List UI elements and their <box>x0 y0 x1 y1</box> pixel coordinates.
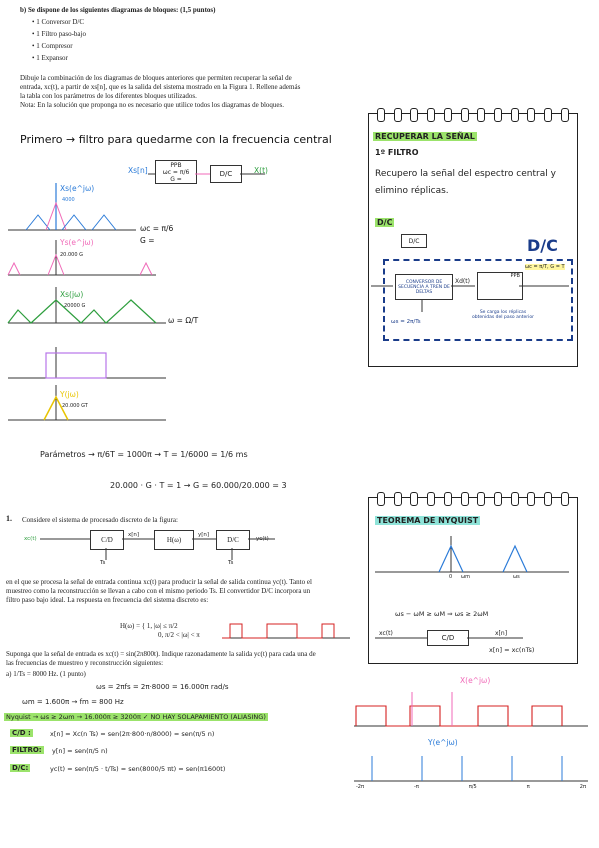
exercise-1-body: en el que se procesa la señal de entrada… <box>6 578 312 604</box>
card1-title: RECUPERAR LA SEÑAL <box>373 132 477 141</box>
sig-xc: xc(t) <box>24 536 37 542</box>
card1-dc-label: D/C <box>375 218 395 227</box>
exercise-b-points: (1,5 puntos) <box>180 6 216 14</box>
first-filter-note: Primero → filtro para quedarme con la fr… <box>20 133 332 146</box>
card2-cond: ωs − ωM ≥ ωM ⇒ ωs ≥ 2ωM <box>395 610 489 618</box>
card2-axis-wm: ωm <box>461 574 471 580</box>
exercise-b-heading: b) Se dispone de los siguientes diagrama… <box>20 6 215 15</box>
card1-arrows <box>371 285 569 312</box>
card1-step: 1º FILTRO <box>375 148 419 157</box>
y-spectrum-label: Y(e^jω) <box>428 738 458 747</box>
card2-axis-ws: ωs <box>513 574 520 580</box>
x-spectrum-label: X(e^jω) <box>460 676 491 685</box>
card1-params: ωc = π/T, G = T <box>525 264 565 270</box>
h-definition: H(ω) = { 1, |ω| ≤ π/2 0, π/2 < |ω| < π <box>120 622 200 639</box>
card1-text: Recupero la señal del espectro central y… <box>375 169 556 196</box>
right-spectra <box>354 692 588 782</box>
h-block: H(ω) <box>154 530 194 550</box>
graph5-label: Y(jω) <box>60 390 79 399</box>
right-ticks: -2π -π π/5 π 2π <box>356 784 586 790</box>
ppb-block: PPB ωc = π/6 G = <box>155 160 197 184</box>
params-line: Parámetros → π/6T = 1000π → T = 1/6000 =… <box>40 450 248 459</box>
ts-label-2: Ts <box>228 560 234 566</box>
w-relation: ω = Ω/T <box>168 316 199 325</box>
card1-big-dc: D/C <box>527 236 558 255</box>
card-rings <box>377 108 569 122</box>
suppose-text: Suponga que la señal de entrada es xc(t)… <box>6 650 316 667</box>
card-teorema-nyquist: TEOREMA DE NYQUIST 0 ωm ωs ωs − ωM ≥ ωM … <box>368 492 578 664</box>
card2-title: TEOREMA DE NYQUIST <box>375 516 481 525</box>
filtro-label: FILTRO: <box>10 746 44 754</box>
graph3-amp: 20000 G <box>64 303 86 309</box>
card2-spectrum <box>375 536 569 573</box>
graph2-amp: 20.000 G <box>60 252 83 258</box>
ts-label-1: Ts <box>100 560 106 566</box>
card2-axis-0: 0 <box>449 574 453 580</box>
graph1-label: Xs(e^jω) <box>60 184 95 193</box>
chain-arrows <box>148 173 265 175</box>
graph5-amp: 20.000 GT <box>62 403 88 409</box>
ws-line: ωs = 2πfs = 2π·8000 = 16.000π rad/s <box>96 683 229 691</box>
sig-yn: y[n] <box>198 532 210 538</box>
list-item: • 1 Compresor <box>32 42 73 50</box>
exercise-b-instructions: Dibuje la combinación de los diagramas d… <box>20 74 301 109</box>
card-rings <box>377 492 569 506</box>
card1-t-label: ωs = 2π/Ts <box>391 319 421 325</box>
graph1-amp: 4000 <box>62 197 75 203</box>
card1-dc-block: D/C <box>401 234 427 248</box>
dc-label: D/C: <box>10 764 31 772</box>
dc-equation: yc(t) = sen(π/5 · t/Ts) = sen(8000/5 πt)… <box>50 765 226 773</box>
dc-block-2: D/C <box>216 530 250 550</box>
card1-xd-label: Xd(t) <box>455 278 470 285</box>
graph2-label: Ys(e^jω) <box>60 238 94 247</box>
card2-cd-out: x[n] <box>495 630 508 637</box>
exercise-b-heading-text: b) Se dispone de los siguientes diagrama… <box>20 6 179 14</box>
list-item: • 1 Expansor <box>32 54 68 62</box>
nyquist-line: Nyquist → ωs ≥ 2ωm → 16.000π ≥ 3200π ✓ N… <box>4 713 268 721</box>
chain-input-label: Xs[n] <box>128 166 148 175</box>
cd-label: C/D : <box>10 729 33 737</box>
spectrum-sketches <box>7 183 166 421</box>
cd-block: C/D <box>90 530 124 550</box>
g-note: G = <box>140 236 155 245</box>
list-item: • 1 Conversor D/C <box>32 18 85 26</box>
card-recuperar-senal: RECUPERAR LA SEÑAL 1º FILTRO Recupero la… <box>368 108 578 367</box>
card2-cd-block: C/D <box>427 630 469 646</box>
cd-equation: x[n] = Xc(n Ts) = sen(2π·800·n/8000) = s… <box>50 730 215 738</box>
exercise-1-number: 1. <box>6 514 12 523</box>
exercise-1-intro: Considere el sistema de procesado discre… <box>22 516 178 524</box>
wc-note: ωc = π/6 <box>140 224 174 233</box>
card2-cd-in: xc(t) <box>379 630 393 637</box>
sig-xn: x[n] <box>128 532 140 538</box>
card1-note: Se carga los réplicas obtenidas del paso… <box>472 310 534 320</box>
card2-sample-eq: x[n] = xc(nTs) <box>489 646 535 654</box>
graph3-label: Xs(jω) <box>60 290 84 299</box>
card2-arrows <box>375 637 523 639</box>
filtro-equation: y[n] = sen(π/5 n) <box>52 747 108 755</box>
exercise-1-arrows <box>40 538 275 560</box>
chain-output-label: X(t) <box>254 166 268 175</box>
card1-inner-block: CONVERSOR DE SECUENCIA A TREN DE DELTAS <box>395 274 453 300</box>
wm-line: ωm = 1.600π → fm = 800 Hz <box>22 698 124 706</box>
card1-ppb-block: PPB <box>477 272 523 300</box>
list-item: • 1 Filtro paso-bajo <box>32 30 86 38</box>
g-line: 20.000 · G · T = 1 → G = 60.000/20.000 =… <box>110 481 287 490</box>
part-a: a) 1/Ts = 8000 Hz. (1 punto) <box>6 670 86 678</box>
card1-dashed-box <box>383 259 573 341</box>
h-response-plot <box>222 623 350 639</box>
items-list: • 1 Conversor D/C • 1 Filtro paso-bajo •… <box>32 18 86 63</box>
